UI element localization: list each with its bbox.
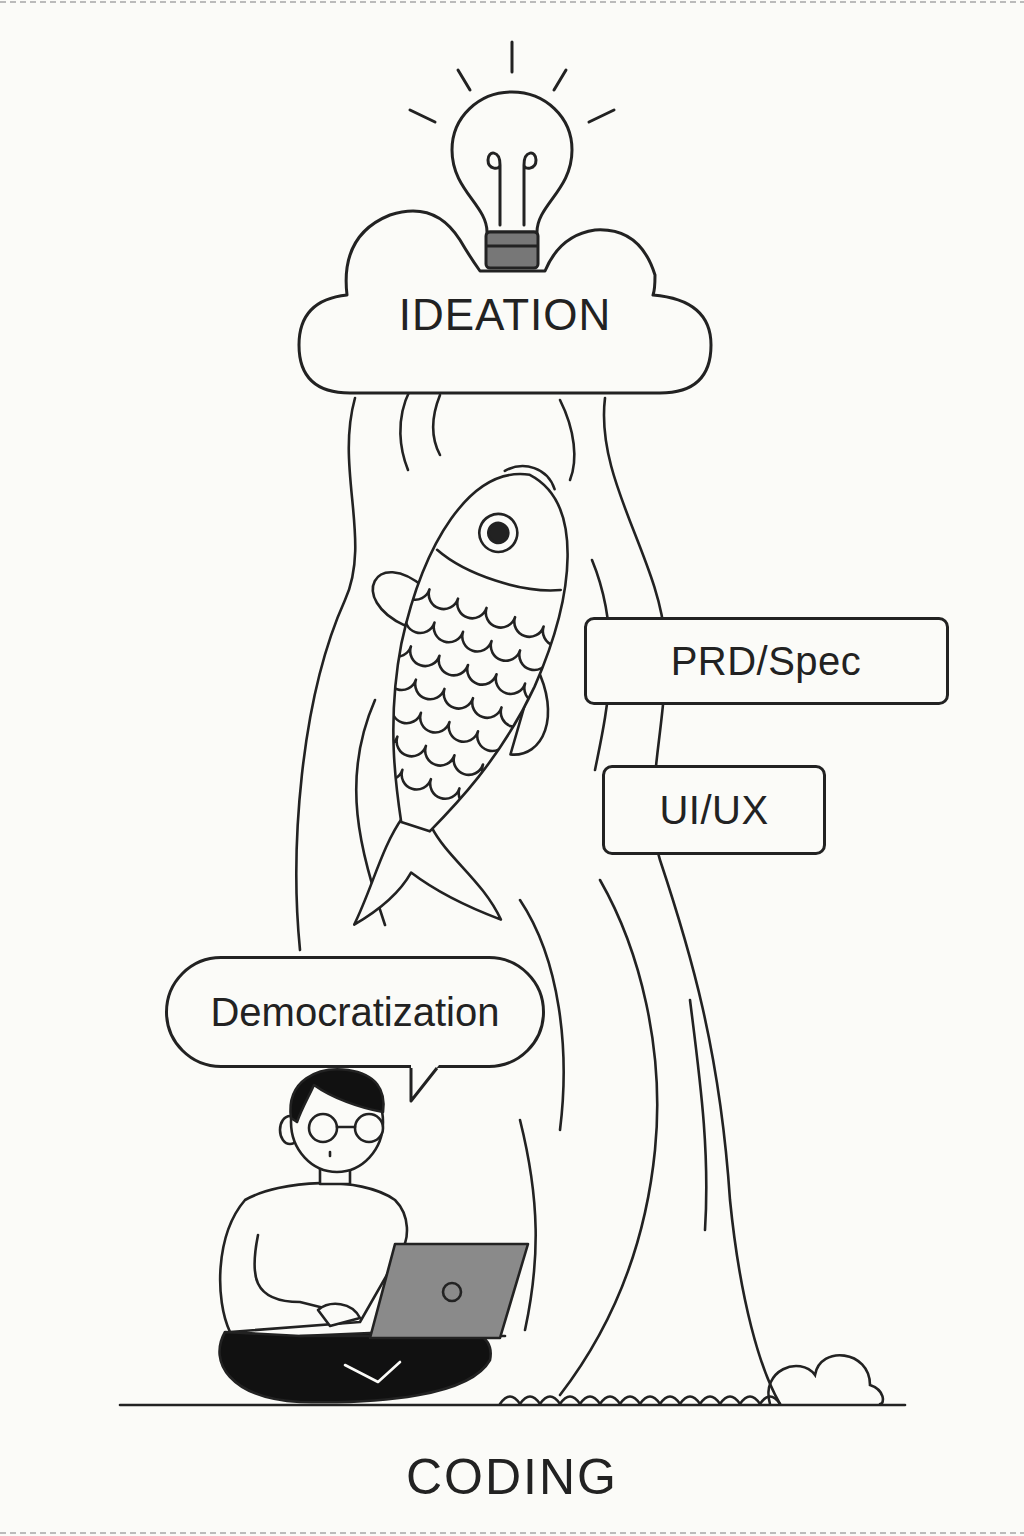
speech-bubble: Democratization <box>165 956 545 1068</box>
uiux-box: UI/UX <box>602 765 826 855</box>
node-text: IDEATION <box>399 290 612 341</box>
cloud-node: IDEATION <box>295 195 715 395</box>
node-text: Democratization <box>210 989 499 1035</box>
node-text: PRD/Spec <box>671 638 862 684</box>
bubble-tail <box>411 1065 451 1105</box>
node-text: UI/UX <box>659 787 768 833</box>
spec-box: PRD/Spec <box>584 617 949 705</box>
stage-label: CODING <box>406 1449 618 1507</box>
